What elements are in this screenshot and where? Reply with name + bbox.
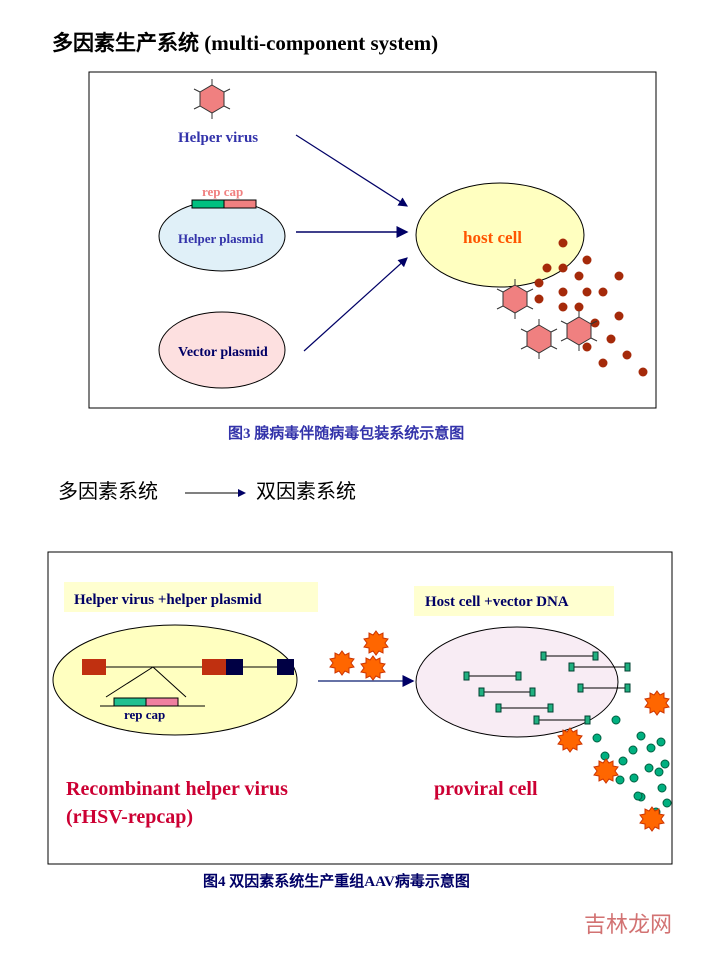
itr-end [495, 703, 502, 713]
itr-end [540, 651, 547, 661]
aav-particle [615, 775, 625, 785]
aav-particle [660, 759, 670, 769]
aav-particle [606, 334, 616, 344]
rep-gene [191, 199, 225, 209]
left-label: Helper virus +helper plasmid [74, 592, 262, 608]
aav-particle [656, 737, 666, 747]
aav-particle [600, 751, 610, 761]
aav-particle [638, 367, 648, 377]
aav-particle [558, 263, 568, 273]
fig3-caption: 图3 腺病毒伴随病毒包装系统示意图 [228, 424, 464, 442]
host-cell-ellipse [415, 182, 585, 288]
proviral-cell-ellipse [415, 626, 619, 738]
vector-dna-segments [463, 651, 631, 725]
cap-gene [145, 697, 179, 707]
recombinant-line2: (rHSV-repcap) [66, 806, 193, 828]
aav-particle [657, 783, 667, 793]
aav-particle [614, 311, 624, 321]
arrow-helper-virus [295, 134, 409, 207]
rep-cap-label-4: rep cap [124, 707, 165, 722]
aav-particle [644, 763, 654, 773]
right-label-box [414, 586, 614, 616]
helper-virus-label: Helper virus [178, 130, 258, 146]
helper-virus-ellipse [52, 624, 298, 736]
itr-end [529, 687, 536, 697]
aav-particle [558, 238, 568, 248]
helper-plasmid-label: Helper plasmid [178, 231, 264, 246]
aav-particle [558, 302, 568, 312]
aav-particles [534, 238, 648, 377]
itr-end [463, 671, 470, 681]
aav-particle [574, 271, 584, 281]
transition-to: 双因素系统 [256, 479, 356, 503]
itr-end [478, 687, 485, 697]
proviral-label: proviral cell [434, 778, 538, 800]
itr-end [624, 662, 631, 672]
aav-particle [592, 733, 602, 743]
itr-end [533, 715, 540, 725]
aav-particle [629, 773, 639, 783]
transition-from: 多因素系统 [58, 479, 158, 503]
arrow-vector-plasmid [303, 257, 408, 352]
aav-particle [654, 767, 664, 777]
vector-plasmid-ellipse [158, 311, 286, 389]
itr-end [568, 662, 575, 672]
aav-particle [598, 358, 608, 368]
watermark: 吉林龙网 [584, 913, 672, 938]
genome-block [202, 659, 226, 675]
aav-particle [611, 715, 621, 725]
fig3-heading: 多因素生产系统 (multi-component system) [52, 31, 438, 55]
rep-gene [113, 697, 147, 707]
aav-particle [633, 791, 643, 801]
itr-end [624, 683, 631, 693]
aav-particle [618, 756, 628, 766]
host-cell-label: host cell [463, 228, 522, 247]
itr-end [584, 715, 591, 725]
aav-particle [590, 318, 600, 328]
rep-cap-label: rep cap [202, 184, 243, 199]
aav-particles [592, 715, 672, 817]
aav-particle [636, 731, 646, 741]
aav-particle [582, 342, 592, 352]
aav-particle [558, 287, 568, 297]
genome-block [277, 659, 294, 675]
aav-particle [534, 278, 544, 288]
vector-plasmid-label: Vector plasmid [178, 345, 268, 360]
aav-particle [582, 287, 592, 297]
aav-particle [534, 294, 544, 304]
genome-block [226, 659, 243, 675]
itr-end [547, 703, 554, 713]
aav-particle [582, 255, 592, 265]
itr-end [515, 671, 522, 681]
aav-particle [574, 302, 584, 312]
aav-particle [614, 271, 624, 281]
insert-lines [105, 666, 187, 698]
aav-particle [662, 798, 672, 808]
aav-particle [542, 263, 552, 273]
right-label: Host cell +vector DNA [425, 594, 569, 610]
aav-particle [646, 743, 656, 753]
cap-gene [223, 199, 257, 209]
fig4-caption: 图4 双因素系统生产重组AAV病毒示意图 [203, 872, 470, 890]
genome-block [82, 659, 106, 675]
aav-particle [628, 745, 638, 755]
aav-particle [598, 287, 608, 297]
itr-end [592, 651, 599, 661]
aav-particle [622, 350, 632, 360]
recombinant-line1: Recombinant helper virus [66, 778, 288, 800]
itr-end [577, 683, 584, 693]
left-label-box [64, 582, 318, 612]
